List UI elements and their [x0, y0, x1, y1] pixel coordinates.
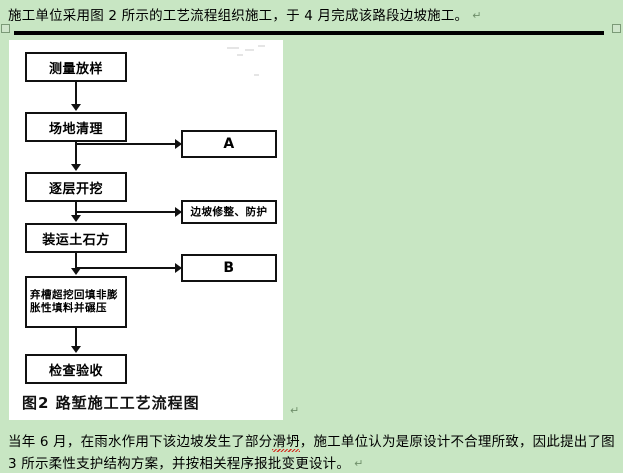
pilcrow-mark: ↵: [354, 457, 364, 470]
flow-node-backfill-compact[interactable]: 弃槽超挖回填非膨胀性填料并碾压: [25, 276, 127, 328]
flow-node-label: 边坡修整、防护: [190, 205, 268, 218]
bottom-paragraph-text-1: 当年 6 月，在雨水作用下该边坡发生了部分滑坍，施工单位认为是原设计不合理所致，…: [8, 434, 615, 452]
branch-connector-to-a: [75, 143, 179, 145]
bottom-paragraph-line-2: 3 所示柔性支护结构方案，并按相关程序报批变更设计。↵: [8, 452, 364, 472]
caption-pilcrow-mark: ↵: [290, 405, 300, 417]
flow-node-earthwork-haul[interactable]: 装运土石方: [25, 223, 127, 253]
bottom-paragraph-line-1: 当年 6 月，在雨水作用下该边坡发生了部分滑坍，施工单位认为是原设计不合理所致，…: [8, 430, 615, 452]
flow-node-label: 测量放样: [48, 61, 103, 77]
connector-clearing-to-excavation: [75, 142, 77, 165]
arrowhead-down: [71, 164, 81, 171]
connector-backfill-to-inspection: [75, 328, 77, 347]
flow-node-slope-protection[interactable]: 边坡修整、防护: [181, 200, 277, 224]
flow-node-label: 检查验收: [48, 363, 103, 379]
flow-node-label: 装运土石方: [42, 232, 110, 248]
flow-node-layer-excavation[interactable]: 逐层开挖: [25, 172, 127, 202]
arrowhead-down: [71, 268, 81, 275]
arrowhead-down: [71, 104, 81, 111]
branch-connector-to-b: [75, 267, 179, 269]
scan-speckle: [237, 54, 243, 56]
flow-node-label: B: [223, 260, 235, 276]
scan-speckle: [254, 74, 259, 76]
scan-speckle: [245, 49, 254, 51]
arrowhead-right: [175, 263, 182, 273]
flow-node-label: A: [223, 136, 235, 152]
selection-handle-right[interactable]: [612, 24, 621, 33]
selection-handle-left[interactable]: [1, 24, 10, 33]
figure-caption: 图2 路堑施工工艺流程图: [22, 394, 200, 412]
spellcheck-underline: 滑坍: [272, 430, 301, 452]
branch-connector-to-slope: [75, 211, 179, 213]
flow-node-branch-a[interactable]: A: [181, 130, 277, 158]
arrowhead-right: [175, 139, 182, 149]
scan-speckle: [227, 47, 239, 49]
flow-node-branch-b[interactable]: B: [181, 254, 277, 282]
scan-speckle: [258, 45, 265, 47]
arrowhead-down: [71, 346, 81, 353]
figure-canvas[interactable]: 测量放样 场地清理 逐层开挖 装运土石方 弃槽超挖回填非膨胀性填料并碾压 检查验…: [9, 40, 283, 420]
top-paragraph: 施工单位采用图 2 所示的工艺流程组织施工，于 4 月完成该路段边坡施工。↵: [8, 4, 482, 24]
connector-survey-to-clearing: [75, 82, 77, 105]
arrowhead-down: [71, 215, 81, 222]
object-top-rule: [14, 31, 604, 35]
connector-excavation-to-haul: [75, 202, 77, 216]
pilcrow-mark: ↵: [472, 9, 482, 22]
arrowhead-right: [175, 207, 182, 217]
flow-node-site-clearing[interactable]: 场地清理: [25, 112, 127, 142]
flow-node-inspection-acceptance[interactable]: 检查验收: [25, 354, 127, 384]
flow-node-survey[interactable]: 测量放样: [25, 52, 127, 82]
top-paragraph-text: 施工单位采用图 2 所示的工艺流程组织施工，于 4 月完成该路段边坡施工。: [8, 8, 469, 24]
flow-node-label: 弃槽超挖回填非膨胀性填料并碾压: [30, 289, 118, 314]
bottom-paragraph-text-2: 3 所示柔性支护结构方案，并按相关程序报批变更设计。: [8, 456, 351, 472]
flow-node-label: 逐层开挖: [48, 181, 103, 197]
connector-haul-to-backfill: [75, 253, 77, 269]
flow-node-label: 场地清理: [48, 121, 103, 137]
